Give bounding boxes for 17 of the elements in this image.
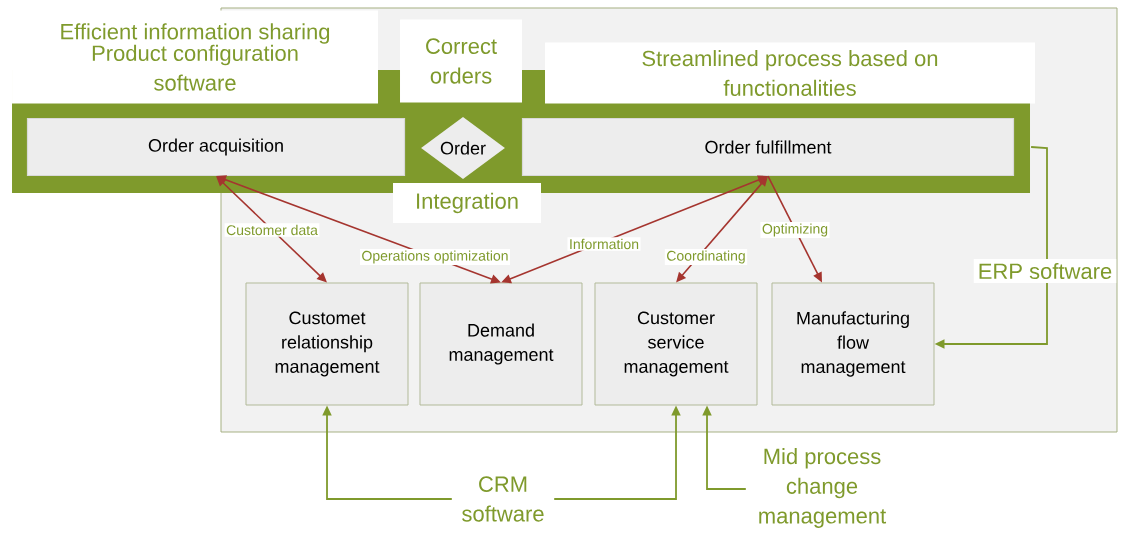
node-label: Efficient information sharing [61,23,330,44]
process-box: Manufacturing flow management [771,282,935,406]
callout-box: Streamlined process based on functionalities [545,42,1035,104]
edge-label: ERP software [973,258,1117,284]
process-box: Order acquisition [26,117,406,177]
callout-text: Mid process change management [759,448,887,528]
callout-box: Integration [393,183,541,223]
process-box: Customer service management [594,282,758,406]
callout-text: CRM software [462,476,544,522]
node-label: Product configuration software [92,44,298,91]
edge-label: Customer data [224,223,320,237]
process-box: Demand management [419,282,583,406]
process-box: Order fulfillment [521,117,1015,177]
callout-box: Efficient information sharing Product configuration software [12,10,378,104]
callout-box: Correct orders [400,19,522,103]
process-box: Customet relationship management [245,282,409,406]
edge-label: Information [567,237,641,251]
